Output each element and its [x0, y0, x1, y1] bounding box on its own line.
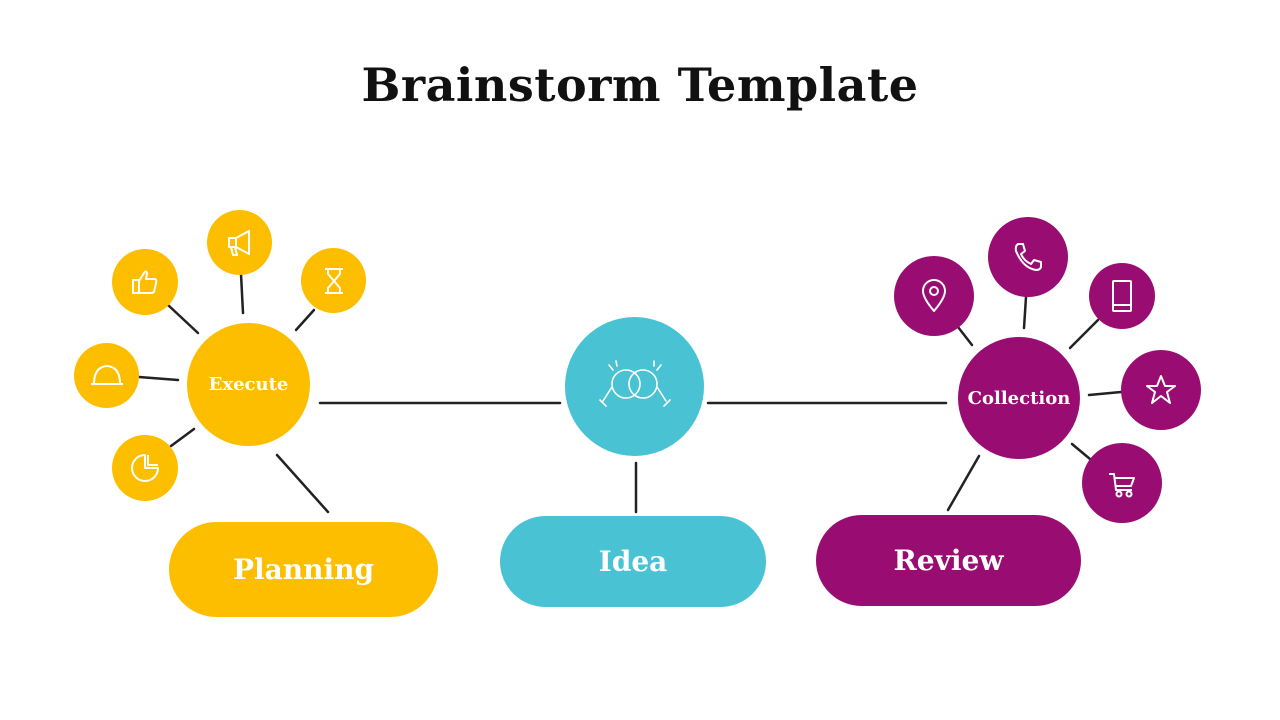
phone-icon — [988, 217, 1068, 297]
spoke-pie — [169, 427, 196, 448]
mobile-device-icon — [1089, 263, 1155, 329]
location-pin-icon — [894, 256, 974, 336]
idea-label: Idea — [598, 545, 668, 578]
idea-pill: Idea — [500, 516, 766, 607]
collection-hub: Collection — [958, 337, 1080, 459]
megaphone-icon — [207, 210, 272, 275]
bell-icon — [74, 343, 139, 408]
connector-execute-planning — [275, 453, 330, 514]
planning-pill: Planning — [169, 522, 438, 617]
connector-collection-review — [946, 454, 981, 512]
page-title: Brainstorm Template — [361, 58, 919, 112]
execute-hub: Execute — [187, 323, 310, 446]
spoke-star — [1087, 390, 1123, 397]
collection-label: Collection — [967, 387, 1071, 409]
execute-label: Execute — [208, 374, 289, 395]
spoke-megaphone — [239, 272, 245, 315]
hourglass-icon — [301, 248, 366, 313]
star-icon — [1121, 350, 1201, 430]
spoke-phone — [1022, 295, 1028, 330]
spoke-bell — [137, 375, 180, 382]
pie-chart-icon — [112, 435, 178, 501]
shopping-cart-icon — [1082, 443, 1162, 523]
spoke-thumbs — [166, 303, 200, 335]
spoke-mobile — [1068, 318, 1100, 350]
spoke-cart — [1070, 442, 1092, 461]
spoke-hourglass — [294, 308, 316, 332]
idea-hub — [565, 317, 704, 456]
review-pill: Review — [816, 515, 1081, 606]
handshake-icon — [598, 359, 671, 407]
spoke-pin — [956, 325, 974, 347]
planning-label: Planning — [232, 553, 375, 586]
review-label: Review — [893, 544, 1004, 577]
thumbs-up-icon — [112, 249, 178, 315]
